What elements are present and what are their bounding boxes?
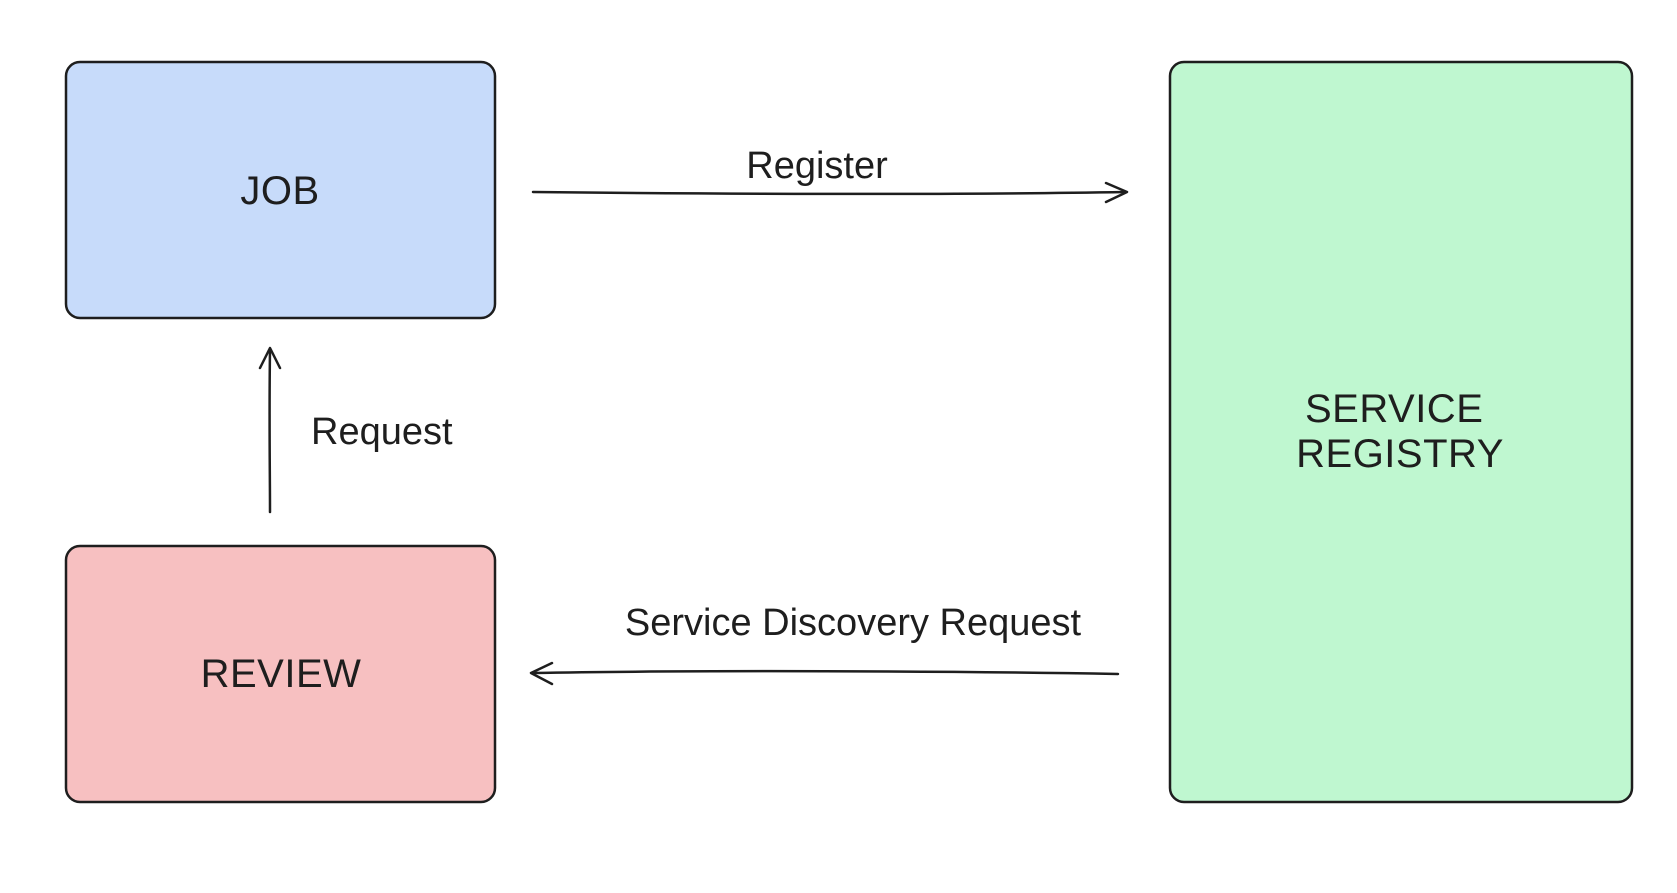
service-registry-box: [1168, 60, 1634, 804]
register-arrow-line: [531, 190, 1127, 196]
review-label: REVIEW: [201, 652, 362, 696]
service-registry-node[interactable]: SERVICE REGISTRY: [1168, 60, 1634, 804]
job-node[interactable]: JOB: [64, 60, 497, 320]
job-box: [64, 60, 497, 320]
review-box: [64, 544, 497, 804]
review-node[interactable]: REVIEW: [64, 544, 497, 804]
service-registry-label-line1: SERVICE: [1305, 387, 1483, 431]
service-registry-label: SERVICE REGISTRY: [1296, 387, 1504, 476]
job-label: JOB: [240, 169, 319, 213]
register-label: Register: [746, 145, 888, 187]
request-edge[interactable]: Request: [258, 346, 453, 514]
service-discovery-arrowhead: [529, 661, 554, 686]
register-edge[interactable]: Register: [531, 145, 1129, 204]
service-registry-label-line2: REGISTRY: [1296, 432, 1504, 476]
request-label: Request: [311, 411, 453, 453]
request-arrowhead: [258, 346, 282, 370]
service-discovery-edge[interactable]: Service Discovery Request: [529, 602, 1120, 686]
service-discovery-label: Service Discovery Request: [625, 602, 1082, 644]
service-discovery-arrow-line: [530, 669, 1120, 676]
register-arrowhead: [1104, 181, 1129, 204]
